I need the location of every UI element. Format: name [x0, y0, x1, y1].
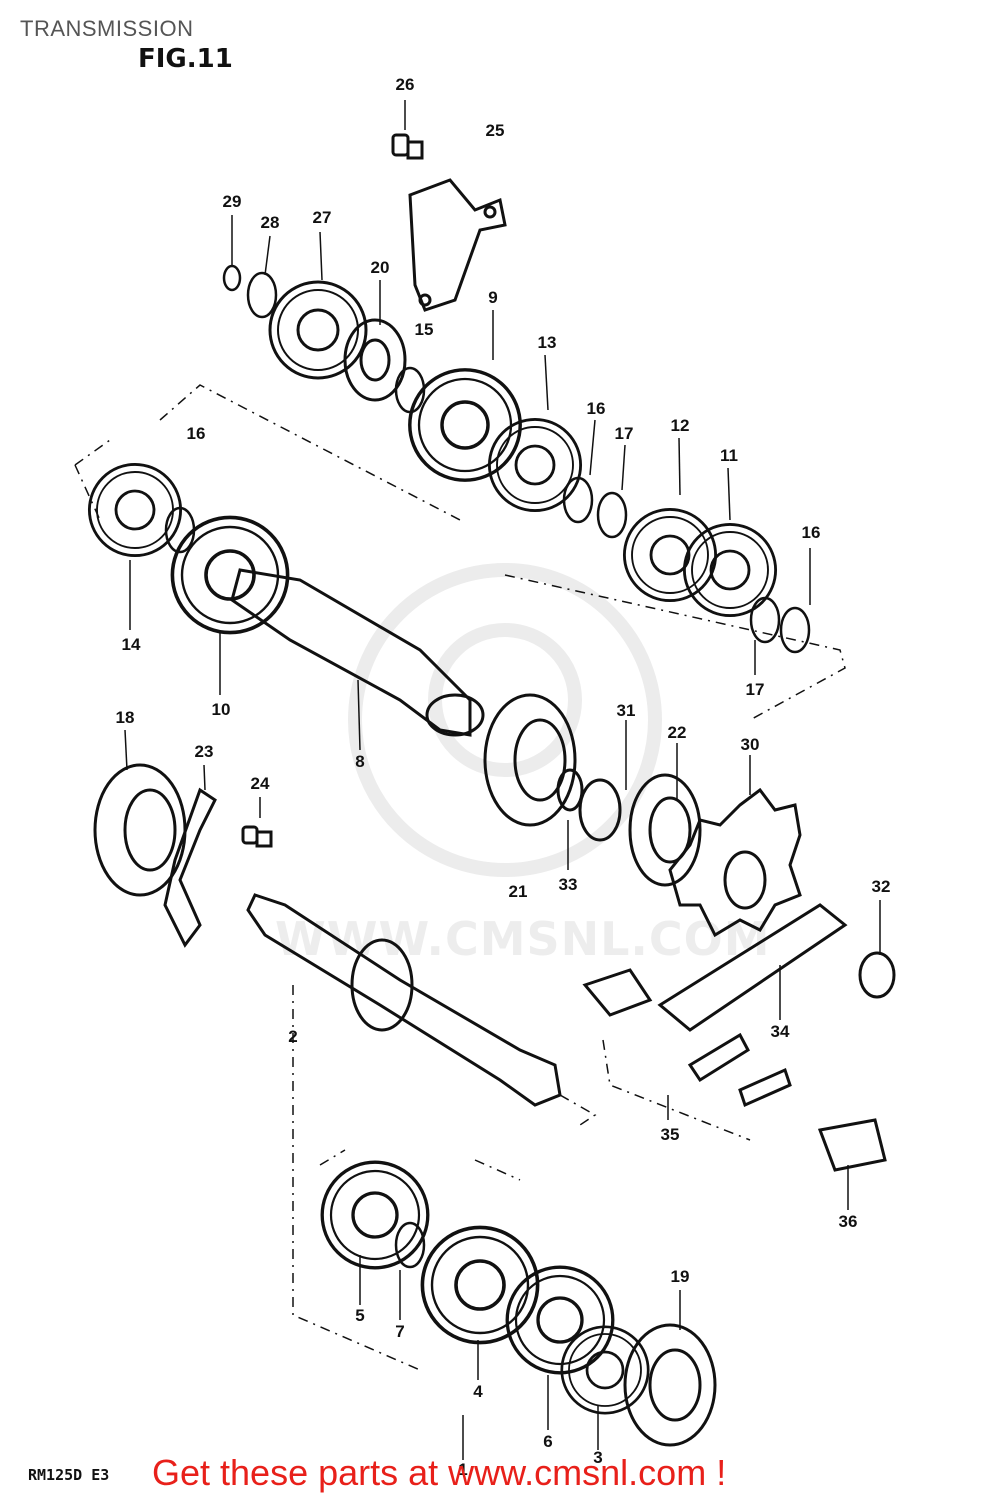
screw-24 — [241, 825, 273, 848]
callout-34[interactable]: 34 — [770, 1022, 790, 1041]
assembly-outline-upper — [74, 384, 846, 721]
callout-18[interactable]: 18 — [115, 708, 135, 727]
callout-12[interactable]: 12 — [670, 416, 690, 435]
callout-19[interactable]: 19 — [670, 1267, 690, 1286]
circlip-7 — [394, 1221, 426, 1269]
callout-31[interactable]: 31 — [616, 701, 636, 720]
callout-35[interactable]: 35 — [660, 1125, 680, 1144]
callout-21[interactable]: 21 — [508, 882, 528, 901]
bolt-26 — [391, 133, 424, 160]
callout-14[interactable]: 14 — [121, 635, 141, 654]
callout-17-upper[interactable]: 17 — [614, 424, 634, 443]
callout-10[interactable]: 10 — [211, 700, 231, 719]
circlips-upper — [164, 264, 811, 654]
page-title: TRANSMISSION — [20, 16, 194, 41]
figure-label: FIG.11 — [138, 44, 233, 74]
callout-22[interactable]: 22 — [667, 723, 687, 742]
gear-5 — [320, 1160, 430, 1270]
watermark-logo — [348, 563, 662, 877]
callout-29[interactable]: 29 — [222, 192, 242, 211]
callout-9[interactable]: 9 — [488, 288, 498, 307]
bearing-19 — [623, 1323, 717, 1447]
chain-joint-34 — [657, 903, 848, 1032]
bearing-21 — [483, 693, 577, 827]
callout-16-right[interactable]: 16 — [801, 523, 821, 542]
promo-link[interactable]: Get these parts at www.cmsnl.com ! — [152, 1452, 727, 1493]
retainer-23 — [163, 787, 217, 948]
gear-12 — [622, 507, 718, 603]
callout-13[interactable]: 13 — [537, 333, 557, 352]
callout-15[interactable]: 15 — [414, 320, 434, 339]
callout-20[interactable]: 20 — [370, 258, 390, 277]
callout-3[interactable]: 3 — [593, 1448, 603, 1467]
gear-6 — [505, 1265, 615, 1375]
circlip-32 — [858, 951, 896, 999]
callout-11[interactable]: 11 — [720, 446, 738, 465]
callout-36[interactable]: 36 — [838, 1212, 858, 1231]
gear-11 — [682, 522, 778, 618]
sprocket-30 — [668, 787, 802, 938]
collar-36 — [817, 1118, 887, 1172]
shaft-2 — [246, 893, 562, 1107]
callout-28[interactable]: 28 — [260, 213, 280, 232]
callout-17-lower[interactable]: 17 — [745, 680, 765, 699]
callout-30[interactable]: 30 — [740, 735, 760, 754]
gear-27 — [268, 280, 368, 380]
callout-16-left[interactable]: 16 — [186, 424, 206, 443]
callout-7[interactable]: 7 — [395, 1322, 405, 1341]
leader-lines — [124, 100, 881, 1460]
model-code: RM125D E3 — [28, 1466, 110, 1484]
callout-5[interactable]: 5 — [355, 1306, 365, 1325]
assembly-outline-lower — [292, 985, 751, 1371]
callout-26[interactable]: 26 — [395, 75, 415, 94]
callout-4[interactable]: 4 — [473, 1382, 483, 1401]
callout-27[interactable]: 27 — [312, 208, 332, 227]
bracket-25 — [408, 178, 507, 312]
collar-31 — [556, 768, 622, 842]
callout-23[interactable]: 23 — [194, 742, 214, 761]
chain-joint-35 — [582, 968, 792, 1108]
bearing-22 — [628, 773, 702, 887]
callout-2[interactable]: 2 — [288, 1027, 298, 1046]
callout-33[interactable]: 33 — [558, 875, 578, 894]
callout-25[interactable]: 25 — [485, 121, 505, 140]
callout-24[interactable]: 24 — [250, 774, 270, 793]
callout-8[interactable]: 8 — [355, 752, 365, 771]
callout-16-upper[interactable]: 16 — [586, 399, 606, 418]
shaft-8 — [230, 568, 485, 737]
bearing-20 — [343, 318, 407, 402]
gear-9 — [408, 368, 522, 482]
callout-32[interactable]: 32 — [871, 877, 891, 896]
callout-6[interactable]: 6 — [543, 1432, 553, 1451]
callout-1[interactable]: 1 — [458, 1460, 468, 1479]
